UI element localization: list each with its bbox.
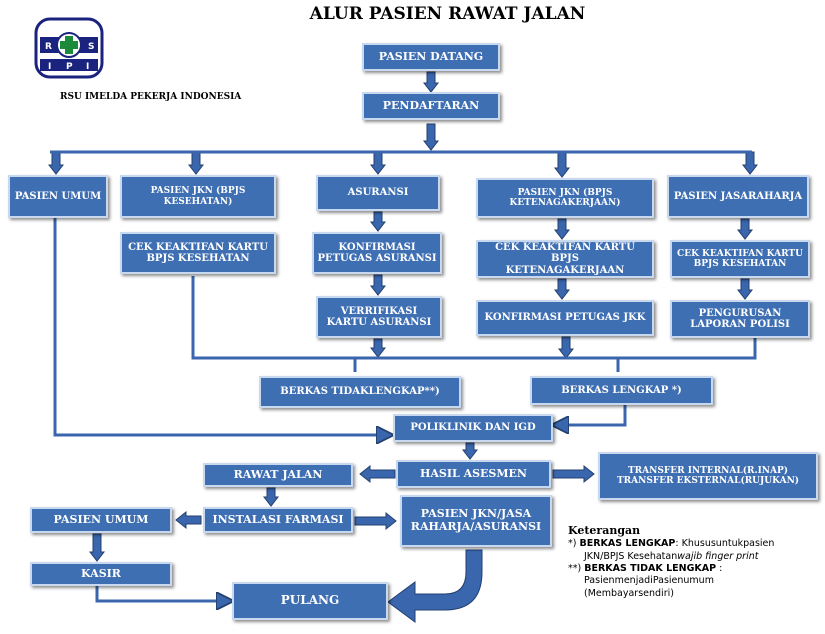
node-poliklinik-igd: POLIKLINIK DAN IGD — [393, 414, 553, 442]
arrow-to-asuransi — [369, 151, 387, 175]
arrow-asesmen-to-rawatjalan — [359, 464, 396, 484]
arrow-to-jasaraharja — [741, 151, 759, 175]
arrow-farmasi-to-jkn — [354, 511, 397, 531]
node-cek-keaktifan-bpjs-kesehatan: CEK KEAKTIFAN KARTU BPJS KESEHATAN — [120, 232, 276, 274]
arrow-jasaraharja-to-cek — [736, 218, 754, 240]
legend-title: Keterangan — [568, 524, 641, 537]
node-pasien-jkn-ketenagakerjaan: PASIEN JKN (BPJS KETENAGAKERJAAN) — [476, 178, 654, 218]
jkn-to-pulang-arrow — [387, 549, 483, 623]
kasir-to-pulang-line — [95, 586, 225, 601]
node-pasien-umum-bottom: PASIEN UMUM — [30, 507, 172, 533]
node-rawat-jalan: RAWAT JALAN — [203, 463, 353, 487]
node-transfer: TRANSFER INTERNAL(R.INAP) TRANSFER EKSTE… — [598, 452, 818, 500]
umum-to-poli-line — [53, 218, 385, 435]
arrow-to-jkn-ketenagakerjaan — [553, 151, 571, 178]
svg-text:S: S — [88, 42, 94, 52]
node-konfirmasi-petugas-asuransi: KONFIRMASI PETUGAS ASURANSI — [312, 232, 442, 274]
hospital-logo: R S I P I — [34, 17, 104, 79]
node-berkas-lengkap: BERKAS LENGKAP *) — [530, 376, 713, 405]
node-pengurusan-laporan-polisi: PENGURUSAN LAPORAN POLISI — [670, 300, 810, 338]
node-pendaftaran: PENDAFTARAN — [362, 92, 500, 120]
lengkap-to-poli-line — [560, 405, 627, 425]
svg-text:R: R — [45, 42, 52, 52]
merge-line — [191, 276, 757, 360]
node-pulang: PULANG — [232, 582, 388, 620]
node-pasien-datang: PASIEN DATANG — [362, 43, 500, 71]
arrow-cek-to-jkk — [553, 278, 571, 300]
arrow-umum-to-kasir — [88, 533, 106, 562]
arrow-jkn-to-cek — [553, 218, 571, 240]
arrow-poli-to-asesmen — [461, 442, 479, 460]
arrow-farmasi-to-umum — [175, 510, 202, 530]
node-berkas-tidak-lengkap: BERKAS TIDAKLENGKAP**) — [259, 376, 461, 408]
svg-text:I: I — [48, 62, 51, 72]
arrow-cek-to-polisi — [736, 278, 754, 300]
arrow-konfirmasi-to-verrifikasi — [369, 274, 387, 296]
arrow-asuransi-to-konfirmasi — [369, 211, 387, 232]
arrow-to-jkn-kesehatan — [187, 151, 205, 175]
node-pasien-jasaraharja: PASIEN JASARAHARJA — [667, 175, 809, 218]
node-pasien-jkn-bpjs-kesehatan: PASIEN JKN (BPJS KESEHATAN) — [120, 175, 276, 218]
arrow-jkk-down — [557, 336, 575, 359]
node-kasir: KASIR — [30, 562, 172, 586]
legend-item-berkas-tidak-lengkap: **) BERKAS TIDAK LENGKAP : — [568, 562, 723, 574]
arrow-pendaftaran-down — [422, 123, 440, 151]
node-asuransi: ASURANSI — [316, 175, 440, 211]
arrow-datang-to-pendaftaran — [422, 71, 440, 93]
node-cek-keaktifan-jasaraharja: CEK KEAKTIFAN KARTU BPJS KESEHATAN — [670, 240, 810, 278]
node-pasien-umum-top: PASIEN UMUM — [8, 175, 108, 218]
legend: Keterangan *) BERKAS LENGKAP: Khususuntu… — [568, 524, 818, 600]
node-hasil-asesmen: HASIL ASESMEN — [396, 460, 551, 488]
svg-text:I: I — [86, 62, 89, 72]
legend-item-berkas-lengkap: *) BERKAS LENGKAP: Khususuntukpasien — [568, 538, 775, 550]
hospital-name: RSU IMELDA PEKERJA INDONESIA — [60, 92, 242, 102]
node-konfirmasi-petugas-jkk: KONFIRMASI PETUGAS JKK — [476, 300, 654, 336]
node-cek-keaktifan-ketenagakerjaan: CEK KEAKTIFAN KARTU BPJS KETENAGAKERJAAN — [476, 240, 654, 278]
arrow-verrifikasi-down — [369, 338, 387, 358]
svg-text:P: P — [66, 62, 73, 72]
page-title: ALUR PASIEN RAWAT JALAN — [309, 4, 586, 24]
arrow-asesmen-to-transfer — [552, 464, 595, 484]
node-pasien-jkn-jasa-raharja-asuransi: PASIEN JKN/JASA RAHARJA/ASURANSI — [400, 495, 552, 547]
arrow-to-pasien-umum — [47, 151, 65, 175]
node-verrifikasi-kartu-asuransi: VERRIFIKASI KARTU ASURANSI — [316, 296, 442, 338]
arrow-rawatjalan-to-farmasi — [262, 487, 280, 507]
node-instalasi-farmasi: INSTALASI FARMASI — [203, 507, 353, 533]
